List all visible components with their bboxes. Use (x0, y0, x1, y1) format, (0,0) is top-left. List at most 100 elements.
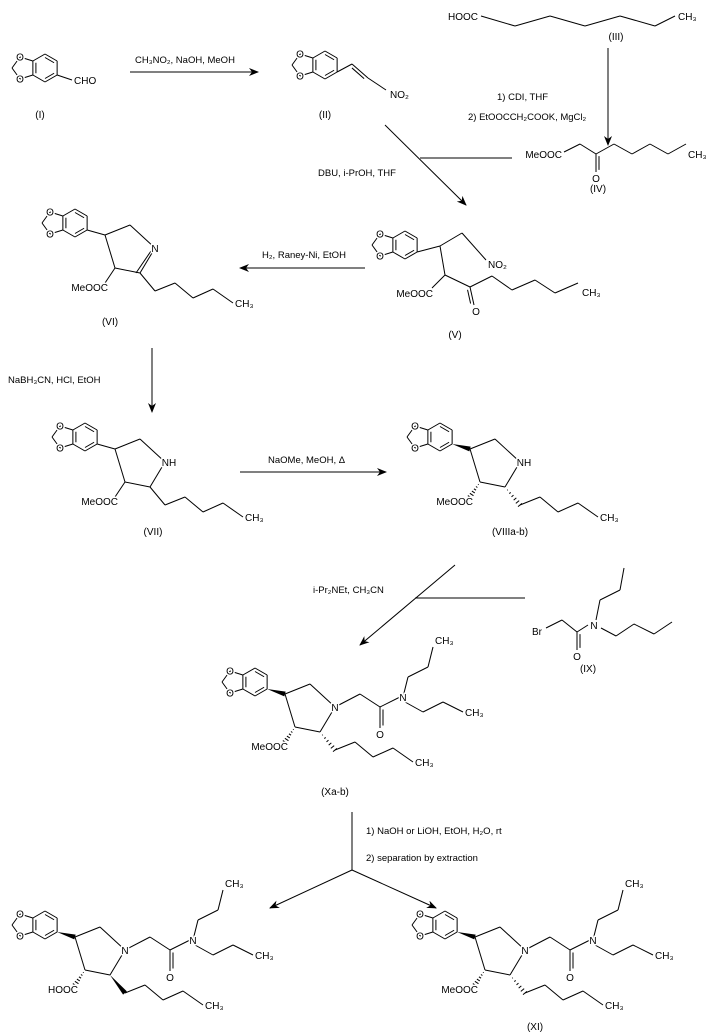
bond (379, 696, 401, 708)
dioxole-bond (229, 670, 244, 676)
pentyl-bond (124, 984, 146, 994)
benzene-inner-bond (324, 69, 335, 76)
benzene-bond (32, 74, 46, 83)
carbonyl-oxygen: O (573, 652, 581, 663)
hash-bond (467, 495, 473, 499)
chain-bond (491, 275, 513, 291)
ester-group: MeOOC (71, 283, 108, 294)
hash-bond (511, 494, 514, 498)
double-bond (135, 250, 152, 274)
benzene-bond (62, 208, 76, 217)
hash-bond (78, 976, 82, 979)
butyl-bond (612, 944, 634, 956)
pentyl-bond (582, 990, 604, 1006)
chain-bond (469, 275, 493, 288)
butyl-bond (442, 701, 464, 713)
dioxole-bond (299, 71, 314, 77)
benzene-inner-bond (404, 234, 415, 241)
butyl-bond (619, 567, 625, 591)
hash-bond (326, 739, 329, 743)
chain-bond (514, 15, 551, 27)
pentyl-bond (212, 288, 234, 304)
dioxole-bond (406, 425, 416, 438)
ester-group: MeOOC (251, 742, 288, 753)
ring-bond (284, 693, 296, 728)
dioxole-oxygen: O (16, 932, 24, 943)
hash-bond (321, 734, 324, 736)
condition-step8a: 1) NaOH or LiOH, EtOH, H₂O, rt (366, 826, 502, 837)
chain-bond (545, 619, 563, 629)
pentyl-bond (222, 502, 244, 518)
bond (367, 77, 387, 91)
dioxole-bond (221, 670, 231, 683)
benzene-inner-bond (44, 72, 55, 79)
pentyl-bond (519, 496, 541, 506)
ring-bond (104, 224, 131, 236)
bond (149, 486, 166, 506)
ester-group: HOOC (48, 985, 78, 996)
bromine: Br (532, 627, 543, 638)
benzene-bond (312, 71, 326, 80)
pentyl-bond (154, 282, 176, 292)
hash-bond (478, 976, 482, 979)
dioxole-oxygen: O (296, 72, 304, 83)
chain-bond (359, 693, 381, 708)
benzene-bond (242, 688, 256, 697)
pentyl-bond (162, 990, 184, 1001)
amide-nitrogen: N (589, 936, 596, 947)
chain-bond (584, 15, 621, 27)
benzene-bond (254, 667, 268, 676)
ring-bond (114, 448, 126, 483)
chain-bond (654, 15, 676, 27)
ring-bond (309, 683, 336, 708)
dioxole-bond (419, 913, 434, 919)
ring-bond (504, 461, 521, 488)
methyl: CH₃ (435, 636, 454, 647)
benzene-bond (84, 443, 98, 452)
hash-bond (324, 737, 326, 739)
bond (104, 267, 116, 284)
hash-bond (476, 978, 481, 982)
chain-bond (619, 15, 656, 27)
dioxole-bond (371, 233, 381, 246)
dioxole-bond (11, 913, 21, 926)
chain-bond (439, 232, 463, 247)
benzene-inner-bond (44, 57, 55, 64)
dioxole-oxygen: O (376, 230, 384, 241)
bond (114, 481, 126, 498)
dioxole-bond (291, 64, 301, 77)
ester-group: MeOOC (441, 985, 478, 996)
compound-label: (Xa-b) (321, 787, 349, 798)
pentyl-bond (164, 496, 186, 506)
pentyl-bond (577, 502, 599, 518)
benzene-inner-bond (444, 914, 455, 921)
butyl-bond (632, 944, 654, 956)
reaction-arrow (384, 124, 467, 206)
ring-bond (139, 247, 156, 274)
benzene-bond (432, 910, 446, 919)
pentyl-bond (334, 741, 356, 751)
ring-bond (479, 481, 506, 488)
hash-bond (515, 500, 520, 504)
benzene-inner-bond (439, 426, 450, 433)
carbonyl-oxygen: O (376, 730, 384, 741)
butyl-bond (599, 589, 621, 601)
methyl: CH₃ (465, 708, 484, 719)
bonds-layer (11, 15, 687, 1006)
bond (56, 74, 73, 81)
hash-bond (520, 988, 525, 992)
butyl-bond (217, 889, 224, 911)
ring-bond (149, 461, 166, 488)
hash-bond (286, 735, 291, 739)
dioxole-bond (419, 931, 434, 937)
methyl: CH₃ (688, 150, 707, 161)
chain-bond (461, 232, 487, 261)
benzene-bond (427, 422, 441, 431)
benzene-inner-bond (74, 227, 85, 234)
dioxole-oxygen: O (56, 422, 64, 433)
bond (336, 63, 353, 73)
aldehyde-group: CHO (74, 76, 96, 87)
ring-bond (494, 438, 521, 463)
benzene-bond (32, 910, 46, 919)
dioxole-oxygen: O (226, 689, 234, 700)
